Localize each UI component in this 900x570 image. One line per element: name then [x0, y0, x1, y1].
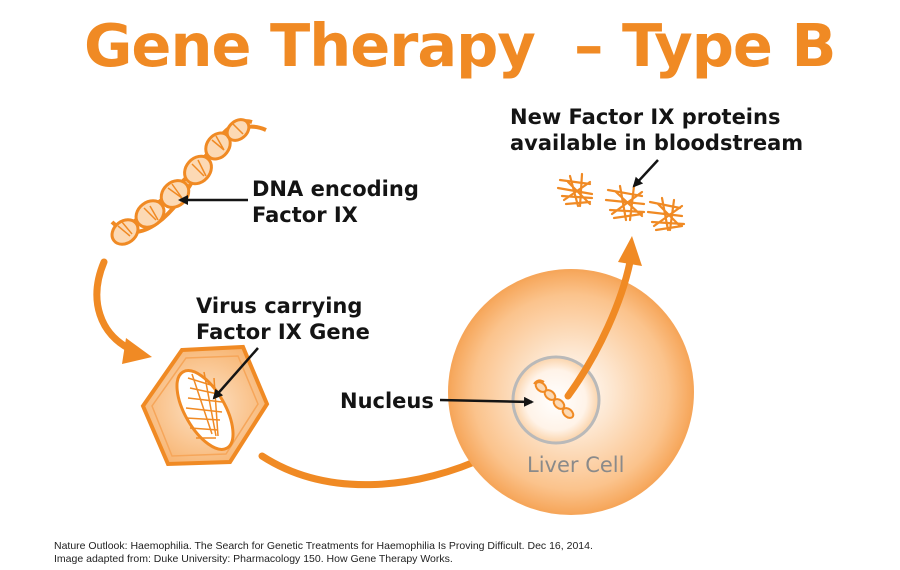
protein-pointer-arrow	[632, 159, 659, 188]
virus-hexagon-icon	[140, 344, 270, 467]
virus-label: Virus carrying Factor IX Gene	[196, 293, 370, 345]
credit-line-2: Image adapted from: Duke University: Pha…	[54, 553, 453, 565]
liver-cell-label: Liver Cell	[527, 453, 625, 477]
dna-label: DNA encoding Factor IX	[252, 176, 419, 228]
page-title: Gene Therapy – Type B	[84, 11, 836, 80]
dna-label-line-1: DNA encoding	[252, 177, 419, 201]
virus-label-line-2: Factor IX Gene	[196, 320, 370, 344]
nucleus-dna-icon	[534, 381, 575, 419]
credit-line-1: Nature Outlook: Haemophilia. The Search …	[54, 540, 593, 552]
source-credits: Nature Outlook: Haemophilia. The Search …	[54, 540, 593, 566]
nucleus-label: Nucleus	[340, 389, 434, 413]
proteins-label: New Factor IX proteins available in bloo…	[510, 104, 803, 156]
virus-pointer-arrow	[212, 347, 259, 400]
virus-label-line-1: Virus carrying	[196, 294, 363, 318]
dna-label-line-2: Factor IX	[252, 203, 358, 227]
proteins-label-line-2: available in bloodstream	[510, 131, 804, 155]
proteins-label-line-1: New Factor IX proteins	[510, 105, 781, 129]
protein-cluster-icon	[556, 172, 686, 232]
nucleus-pointer-arrow	[439, 396, 534, 407]
dna-helix-icon	[110, 118, 267, 246]
